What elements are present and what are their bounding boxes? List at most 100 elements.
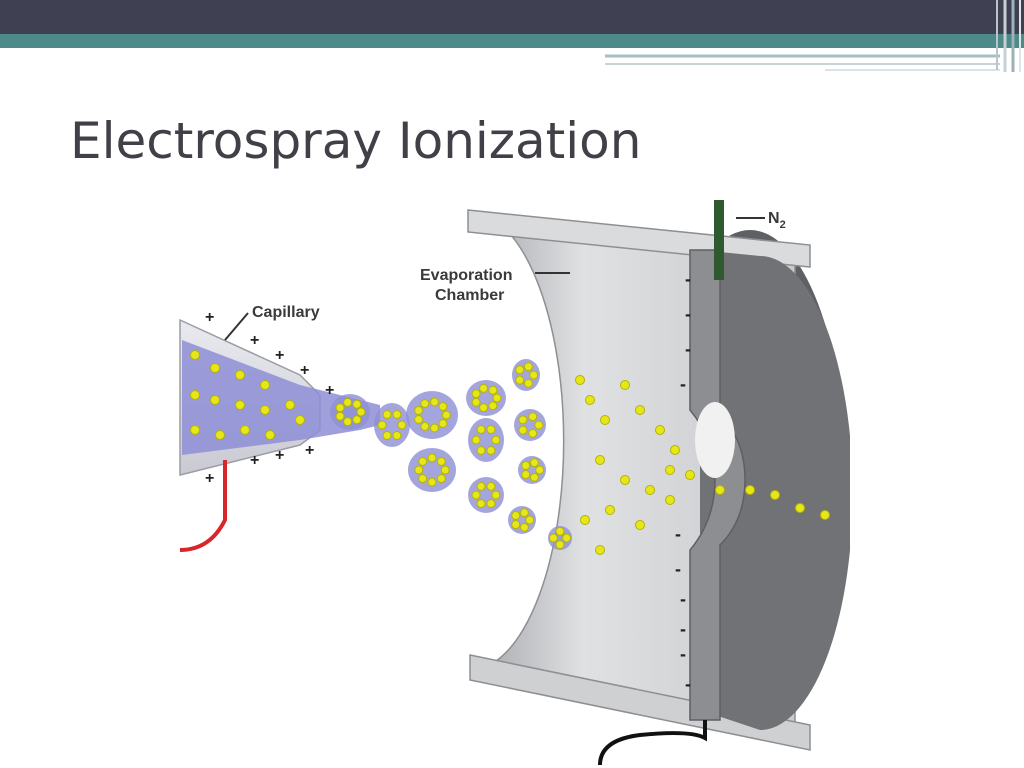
ion-dot — [530, 371, 538, 379]
ion-dot — [216, 431, 225, 440]
ion-dot — [549, 534, 557, 542]
ion-dot — [489, 386, 497, 394]
ion-dot — [796, 504, 805, 513]
ion-dot — [439, 403, 447, 411]
ion-dot — [430, 398, 438, 406]
ion-dot — [487, 482, 495, 490]
ion-dot — [529, 413, 537, 421]
ion-dot — [357, 408, 365, 416]
capillary-label: Capillary — [252, 304, 320, 321]
ion-dot — [487, 426, 495, 434]
ion-dot — [636, 521, 645, 530]
ion-dot — [621, 381, 630, 390]
ion-dot — [596, 456, 605, 465]
ion-dot — [266, 431, 275, 440]
ion-dot — [530, 473, 538, 481]
ion-dot — [477, 446, 485, 454]
ion-dot — [261, 381, 270, 390]
ion-dot — [621, 476, 630, 485]
ion-dot — [191, 426, 200, 435]
n2-label: N2 — [768, 210, 786, 231]
positive-charge: + — [205, 309, 214, 326]
negative-charge: - — [685, 269, 691, 289]
ion-dot — [437, 475, 445, 483]
corner-ornament — [0, 0, 1024, 80]
ion-dot — [492, 491, 500, 499]
ion-dot — [472, 398, 480, 406]
ion-dot — [419, 475, 427, 483]
ion-dot — [415, 406, 423, 414]
ion-dot — [236, 401, 245, 410]
negative-charge: - — [680, 619, 686, 639]
ion-dot — [576, 376, 585, 385]
black-lead-wire — [600, 720, 705, 765]
ion-dot — [211, 396, 220, 405]
ion-dot — [671, 446, 680, 455]
ion-dot — [472, 390, 480, 398]
ion-dot — [353, 416, 361, 424]
ion-dot — [526, 516, 534, 524]
ion-dot — [512, 511, 520, 519]
ion-dot — [556, 527, 564, 535]
ion-dot — [489, 402, 497, 410]
negative-charge: - — [680, 644, 686, 664]
ion-dot — [393, 431, 401, 439]
positive-charge: + — [275, 347, 284, 364]
ion-dot — [477, 482, 485, 490]
ion-dot — [530, 459, 538, 467]
ion-dot — [211, 364, 220, 373]
ion-dot — [191, 351, 200, 360]
ion-dot — [746, 486, 755, 495]
positive-charge: + — [325, 382, 334, 399]
positive-charge: + — [300, 362, 309, 379]
ion-dot — [191, 391, 200, 400]
evaporation-chamber-label-line2: Chamber — [435, 287, 504, 304]
ion-dot — [606, 506, 615, 515]
ion-dot — [398, 421, 406, 429]
ion-dot — [586, 396, 595, 405]
ion-dot — [492, 436, 500, 444]
droplet-layer — [330, 359, 572, 550]
ion-dot — [716, 486, 725, 495]
ion-dot — [241, 426, 250, 435]
ion-dot — [480, 404, 488, 412]
plate-orifice — [695, 402, 735, 478]
ion-dot — [519, 426, 527, 434]
ion-dot — [666, 496, 675, 505]
ion-dot — [261, 406, 270, 415]
ion-dot — [821, 511, 830, 520]
n2-label-main: N — [768, 210, 780, 227]
ion-dot — [529, 429, 537, 437]
ion-dot — [666, 466, 675, 475]
ion-dot — [522, 461, 530, 469]
ion-dot — [512, 521, 520, 529]
ion-dot — [296, 416, 305, 425]
ion-dot — [516, 376, 524, 384]
ion-dot — [472, 491, 480, 499]
ion-dot — [336, 404, 344, 412]
ion-dot — [524, 379, 532, 387]
ion-dot — [344, 418, 352, 426]
ion-dot — [535, 421, 543, 429]
negative-charge: - — [685, 339, 691, 359]
ion-dot — [439, 419, 447, 427]
positive-charge: + — [205, 470, 214, 487]
ion-dot — [286, 401, 295, 410]
ion-dot — [378, 421, 386, 429]
ion-dot — [480, 384, 488, 392]
ion-dot — [393, 411, 401, 419]
ion-dot — [421, 400, 429, 408]
positive-charge: + — [305, 442, 314, 459]
ion-dot — [477, 426, 485, 434]
ion-dot — [336, 412, 344, 420]
ion-dot — [520, 509, 528, 517]
ion-dot — [601, 416, 610, 425]
ion-dot — [487, 446, 495, 454]
ion-dot — [236, 371, 245, 380]
ion-dot — [415, 466, 423, 474]
ion-dot — [415, 416, 423, 424]
negative-charge: - — [680, 589, 686, 609]
ion-dot — [520, 523, 528, 531]
negative-charge: - — [680, 374, 686, 394]
ion-dot — [536, 466, 544, 474]
